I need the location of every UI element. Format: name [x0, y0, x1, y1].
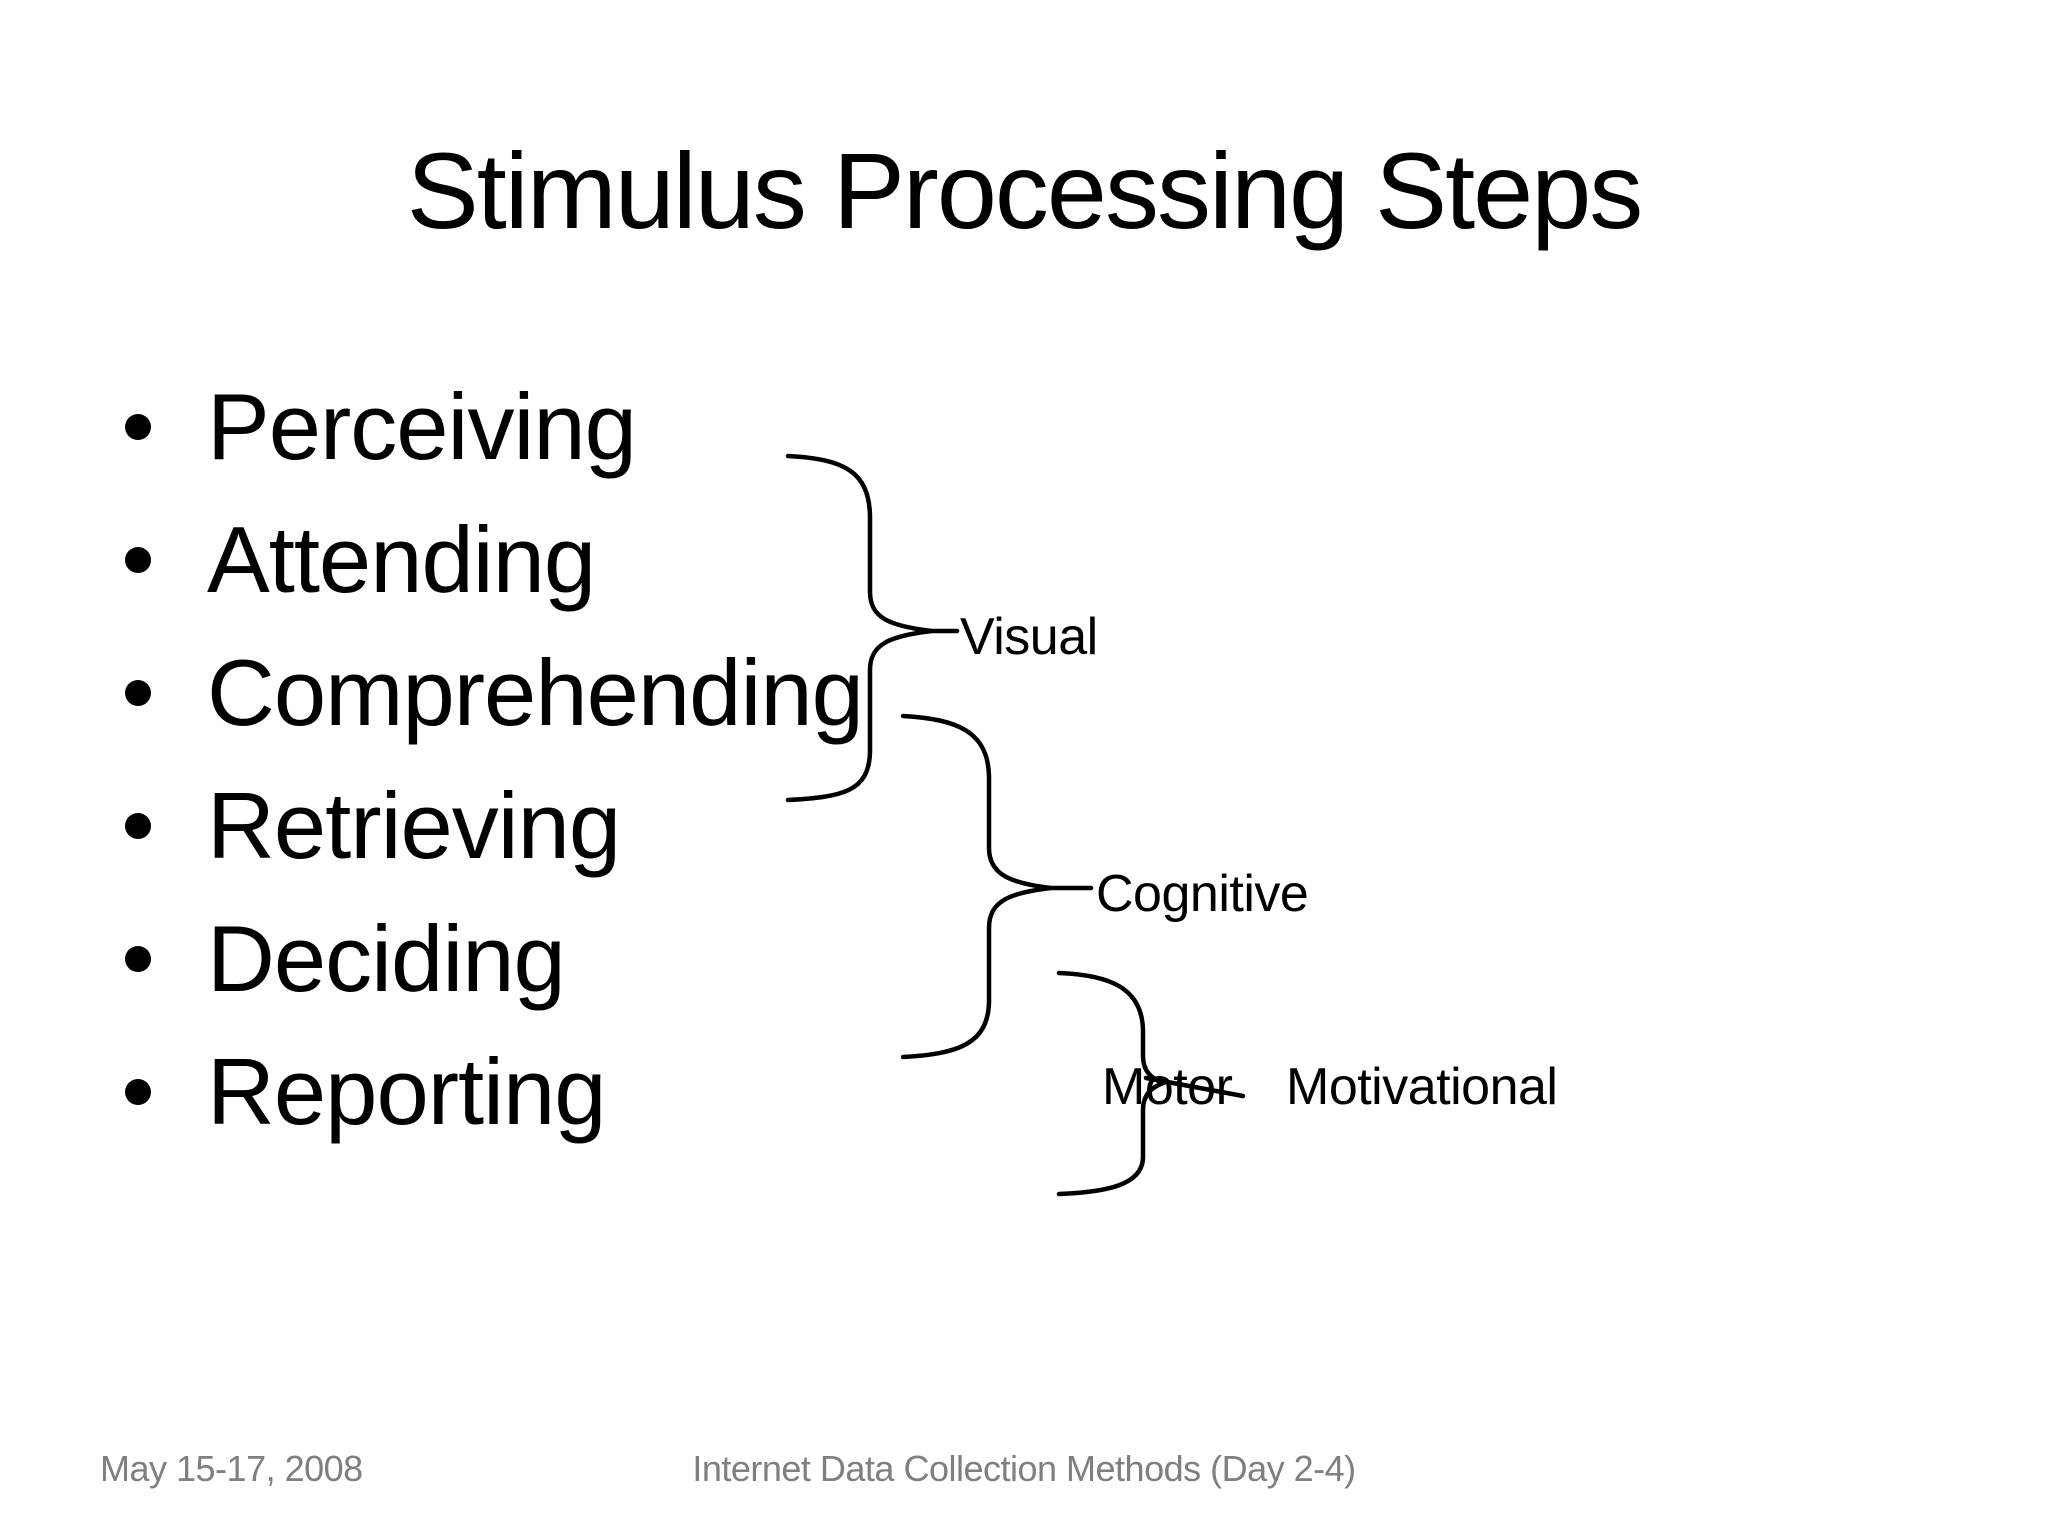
list-item: Deciding — [125, 892, 863, 1025]
bullet-icon — [125, 413, 151, 440]
list-item: Perceiving — [125, 360, 863, 493]
motor-group-label: Motor — [1102, 1058, 1233, 1116]
bullet-text: Comprehending — [207, 639, 864, 745]
bullet-text: Attending — [207, 506, 596, 612]
bullet-icon — [125, 812, 151, 839]
list-item: Retrieving — [125, 759, 863, 892]
bullet-icon — [125, 679, 151, 706]
list-item: Reporting — [125, 1025, 863, 1158]
bullet-icon — [125, 1078, 151, 1105]
bullet-text: Deciding — [207, 905, 566, 1011]
bullet-text: Reporting — [207, 1038, 607, 1144]
footer-date: May 15-17, 2008 — [100, 1448, 363, 1489]
motivational-group-label: Motivational — [1286, 1058, 1558, 1116]
footer-course-title: Internet Data Collection Methods (Day 2-… — [692, 1448, 1356, 1489]
visual-group-label: Visual — [960, 608, 1098, 666]
slide-title: Stimulus Processing Steps — [406, 130, 1644, 251]
list-item: Comprehending — [125, 626, 864, 759]
cognitive-group-label: Cognitive — [1096, 865, 1309, 923]
bullet-text: Perceiving — [207, 373, 637, 479]
bullet-text: Retrieving — [207, 772, 621, 878]
bullet-icon — [125, 546, 151, 573]
cognitive-brace — [900, 713, 1052, 1060]
bullet-icon — [125, 945, 151, 972]
list-item: Attending — [125, 493, 863, 626]
bullet-list: Perceiving Attending Comprehending Retri… — [125, 360, 864, 1158]
